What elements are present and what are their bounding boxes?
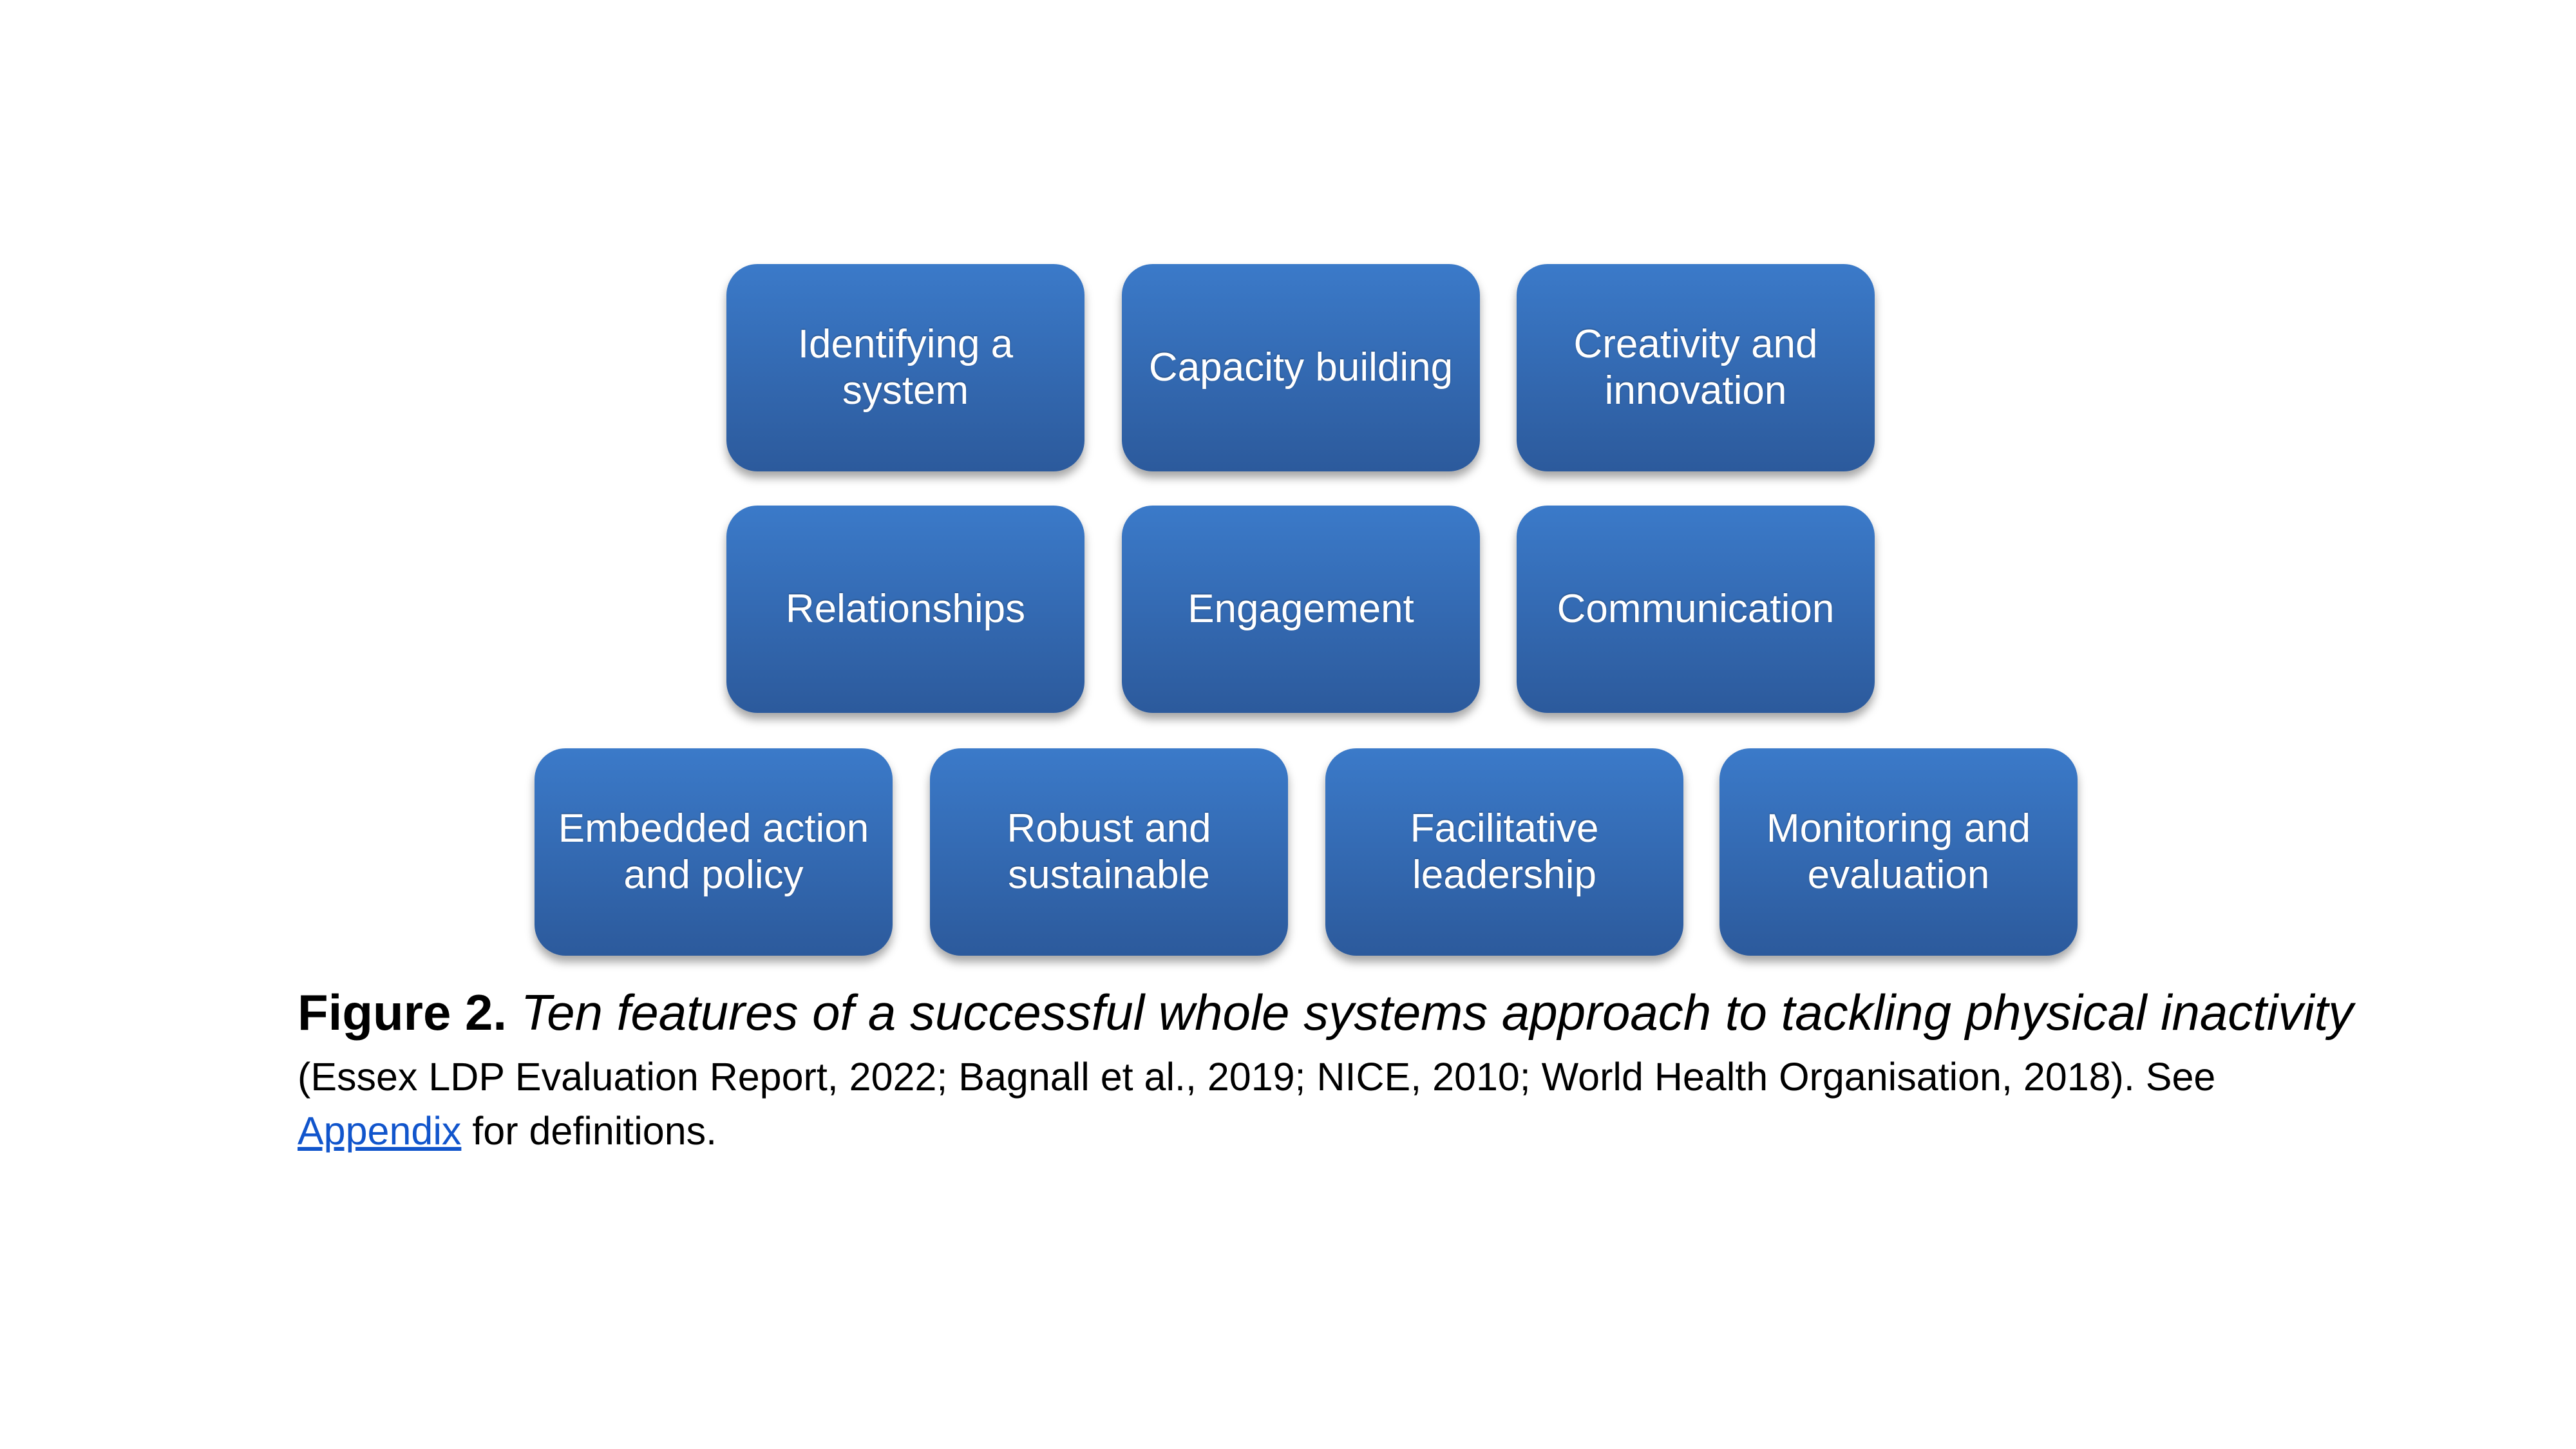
feature-box-label: Creativity and innovation [1573,322,1818,413]
feature-box-relationships: Relationships [726,506,1084,713]
feature-box-label: Capacity building [1148,345,1454,390]
feature-box-engagement: Engagement [1122,506,1480,713]
feature-box-label: Relationships [785,587,1026,631]
feature-box-monitoring-and-evaluation: Monitoring and evaluation [1719,748,2078,956]
feature-box-label: Robust and sustainable [1007,806,1211,897]
feature-box-label: Communication [1557,587,1835,631]
feature-box-facilitative-leadership: Facilitative leadership [1325,748,1683,956]
caption-citations: (Essex LDP Evaluation Report, 2022; Bagn… [298,1055,2216,1099]
feature-box-label: Facilitative leadership [1410,806,1599,897]
feature-box-robust-and-sustainable: Robust and sustainable [930,748,1288,956]
feature-box-embedded-action-and-policy: Embedded action and policy [535,748,893,956]
feature-box-label: Monitoring and evaluation [1766,806,2031,897]
feature-box-capacity-building: Capacity building [1122,264,1480,471]
feature-box-identifying-a-system: Identifying a system [726,264,1084,471]
feature-box-label: Identifying a system [797,322,1014,413]
feature-box-communication: Communication [1517,506,1875,713]
figure-title: Ten features of a successful whole syste… [520,984,2354,1041]
features-diagram: Identifying a system Capacity building C… [535,264,2078,956]
caption-definitions-line: Appendix for definitions. [298,1104,2333,1158]
caption-heading: Figure 2. Ten features of a successful w… [298,980,2353,1045]
caption-after-link: for definitions. [472,1109,717,1153]
feature-box-label: Embedded action and policy [558,806,869,897]
figure-label: Figure 2. [298,984,507,1041]
figure-caption: Figure 2. Ten features of a successful w… [298,980,2353,1158]
feature-box-creativity-and-innovation: Creativity and innovation [1517,264,1875,471]
appendix-link[interactable]: Appendix [298,1109,462,1153]
feature-box-label: Engagement [1188,587,1414,631]
